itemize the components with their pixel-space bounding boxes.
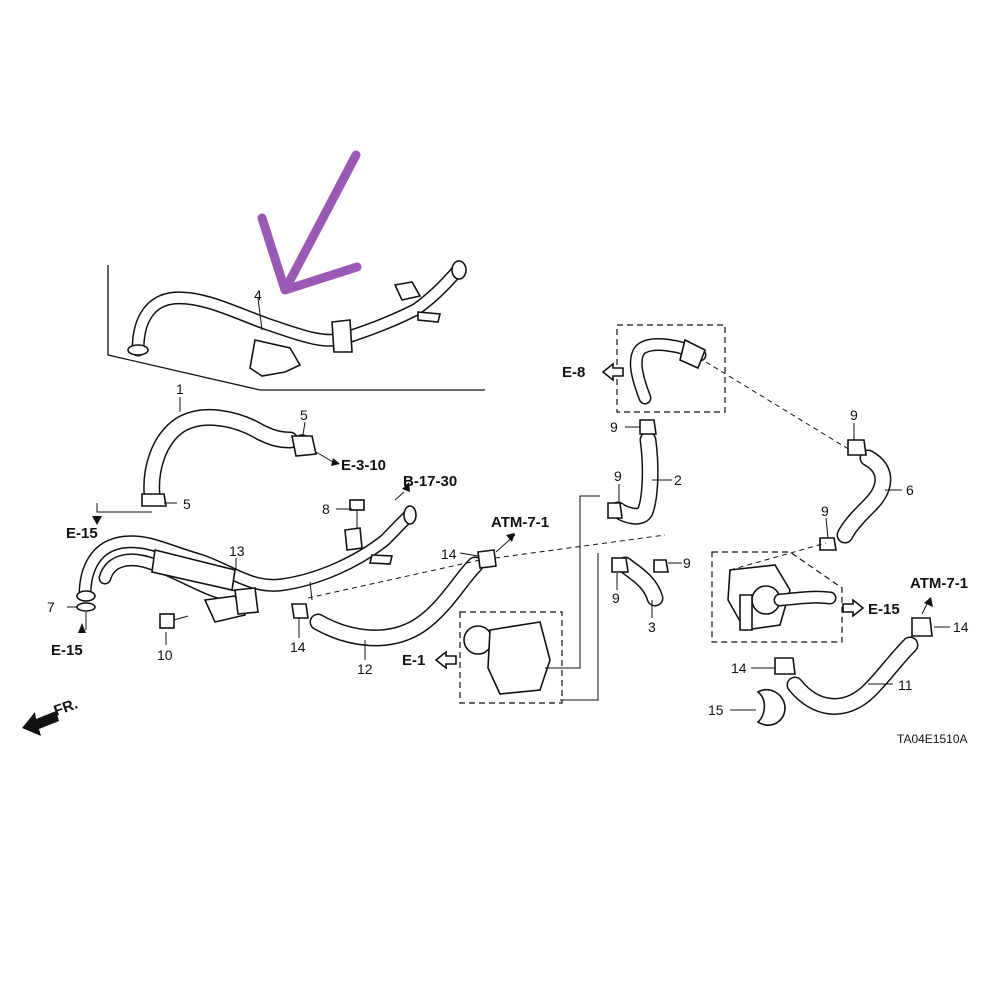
ref-atm-a: ATM-7-1: [491, 514, 549, 531]
ref-atm-b: ATM-7-1: [910, 575, 968, 592]
hose-6: [819, 439, 892, 551]
front-arrow-icon: [22, 711, 59, 736]
arrow-e15-head-icon: [78, 623, 86, 633]
callout-6: 6: [906, 482, 914, 498]
water-pipe-4: [127, 260, 467, 377]
ref-e8: E-8: [562, 364, 585, 381]
ref-e15-a: E-15: [66, 525, 98, 542]
ref-e3-10: E-3-10: [341, 457, 386, 474]
callout-1: 1: [176, 381, 184, 397]
callout-14b: 14: [441, 546, 457, 562]
callouts: 4 1 5 5 8 13 7 10 14 12 14 9 9 2 9 9 3 9…: [47, 287, 969, 718]
callout-10: 10: [157, 647, 173, 663]
hose-11: [774, 617, 933, 715]
annotation-arrow: [257, 150, 362, 295]
water-pipe-13: [76, 505, 417, 623]
front-label: FR.: [52, 696, 81, 720]
hose-3: [611, 556, 669, 607]
arrow-e15-small-icon: [92, 516, 102, 525]
front-marker: FR.: [22, 696, 80, 736]
inset-border: [107, 265, 485, 391]
callout-14c: 14: [731, 660, 747, 676]
callout-9a: 9: [610, 419, 618, 435]
callout-9d: 9: [683, 555, 691, 571]
callout-4: 4: [254, 287, 262, 303]
grommet-15: [756, 688, 786, 726]
drawing-code: TA04E1510A: [897, 732, 968, 746]
bolt-10: [159, 613, 189, 629]
hose-12: [291, 549, 497, 647]
ref-b17-30: B-17-30: [403, 473, 457, 490]
callout-5a: 5: [300, 407, 308, 423]
references: E-3-10 B-17-30 E-15 E-15 ATM-7-1 E-8 E-1…: [51, 364, 968, 669]
hose-2: [607, 419, 659, 525]
washer-7: [76, 602, 96, 612]
arrow-b17-icon: [402, 482, 410, 492]
e8-assembly: [616, 324, 726, 413]
thermostat-housing: [711, 551, 843, 643]
callout-3: 3: [648, 619, 656, 635]
callout-9b: 9: [614, 468, 622, 484]
annotation-arrow-icon: [257, 150, 362, 295]
arrow-atm-b-icon: [924, 597, 933, 607]
ref-e1: E-1: [402, 652, 425, 669]
arrow-e8-icon: [601, 362, 624, 382]
callout-11: 11: [898, 677, 913, 693]
ref-e15-c: E-15: [868, 601, 900, 618]
callout-15: 15: [708, 702, 724, 718]
callout-5b: 5: [183, 496, 191, 512]
arrow-e3-icon: [331, 458, 340, 466]
callout-14d: 14: [953, 619, 969, 635]
callout-13: 13: [229, 543, 245, 559]
callout-7: 7: [47, 599, 55, 615]
callout-14a: 14: [290, 639, 306, 655]
arrow-e15-icon: [842, 598, 865, 618]
callout-9e: 9: [850, 407, 858, 423]
hollow-arrows: [78, 362, 933, 670]
bolt-8: [349, 499, 365, 528]
callout-9c: 9: [612, 590, 620, 606]
ref-e15-b: E-15: [51, 642, 83, 659]
e1-assembly: [459, 611, 563, 704]
callout-8: 8: [322, 501, 330, 517]
arrow-atm-a-icon: [506, 533, 515, 542]
hose-1: [141, 409, 317, 507]
connection-lines: [307, 361, 851, 701]
leader-lines: [67, 297, 950, 711]
arrow-e1-icon: [434, 650, 457, 670]
callout-9f: 9: [821, 503, 829, 519]
callout-2: 2: [674, 472, 682, 488]
callout-12: 12: [357, 661, 373, 677]
